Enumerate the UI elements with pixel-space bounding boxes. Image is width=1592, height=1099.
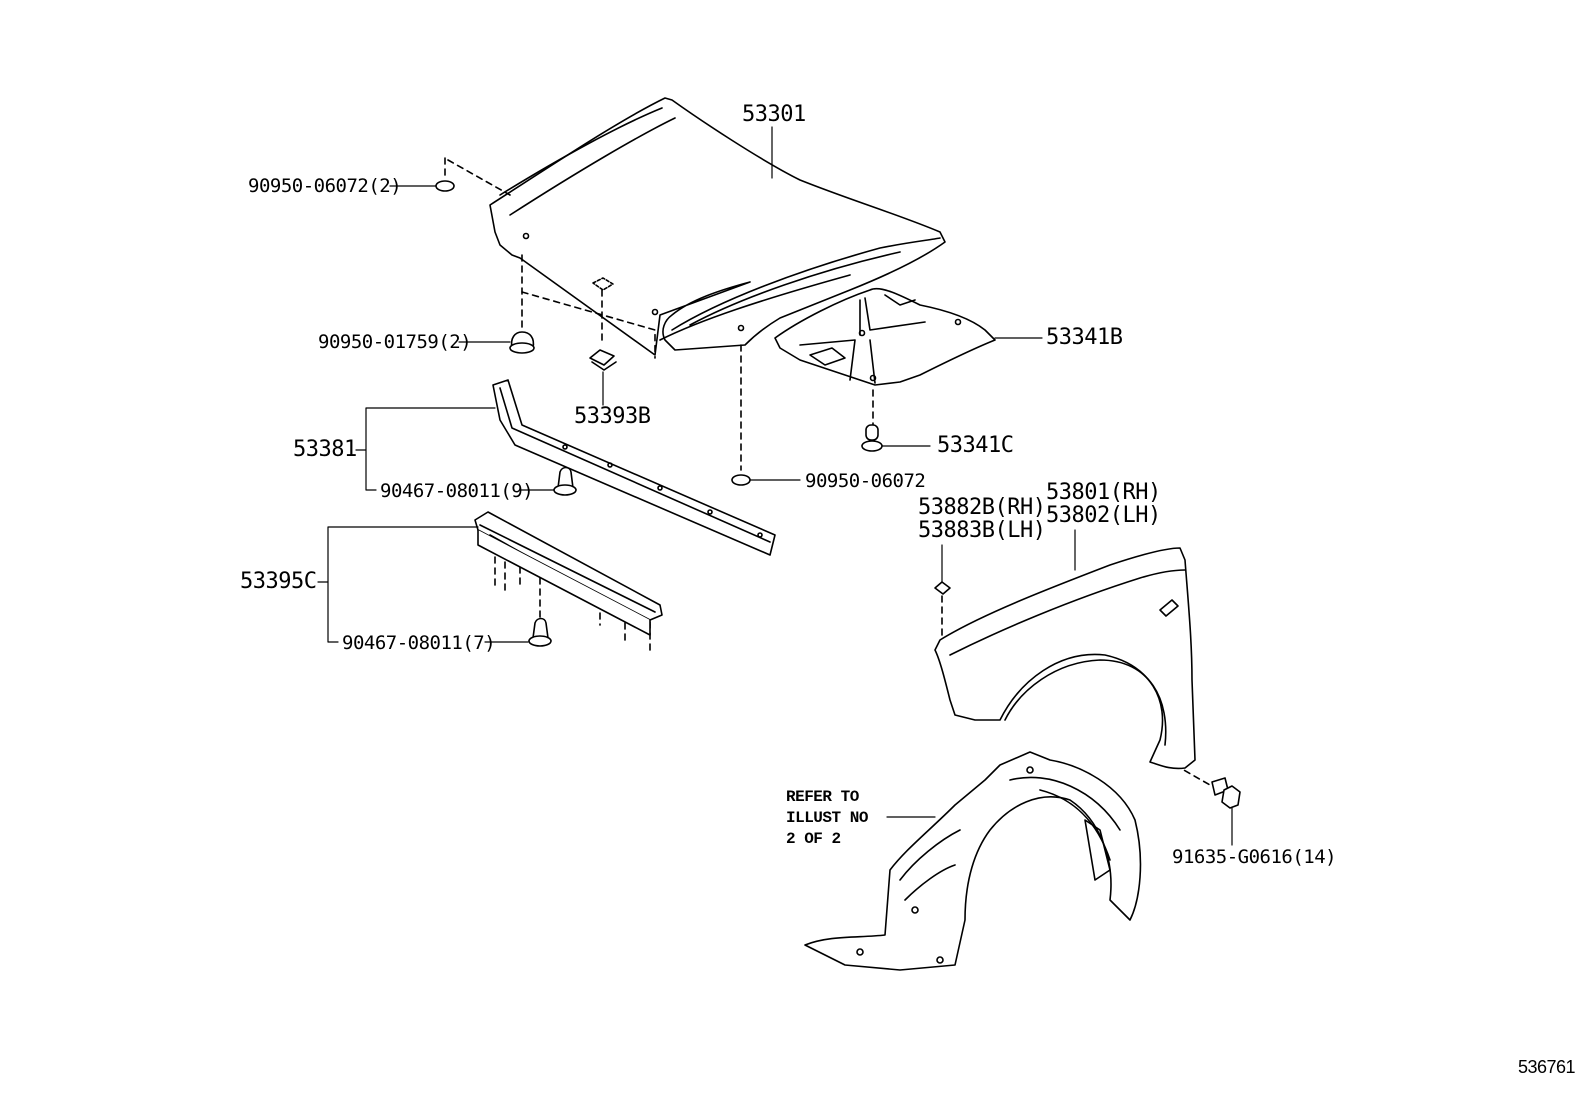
label-fender-rh[interactable]: 53801(RH) [1046,480,1161,505]
hood-cushion-stopper-part[interactable] [509,331,535,354]
label-hood-seal-upper[interactable]: 53381 [293,437,357,462]
label-fender-bolt[interactable]: 91635-G0616(14) [1172,846,1337,868]
label-hood-insulator[interactable]: 53341B [1046,325,1123,350]
seal-clip-upper-part[interactable] [553,466,577,496]
label-hood-cushion-upper[interactable]: 90950-06072(2) [248,175,402,197]
label-insulator-clip[interactable]: 53341C [937,433,1014,458]
note-line-1: REFER TO [786,788,859,806]
note-line-2: ILLUST NO [786,809,868,827]
label-hood-cushion-lower[interactable]: 90950-06072 [805,470,926,492]
hood-panel[interactable] [489,97,946,356]
seal-clip-lower-part[interactable] [528,617,552,647]
fender-seal-part[interactable] [934,581,951,595]
label-seal-clip-upper[interactable]: 90467-08011(9) [380,480,534,502]
illustration-number: 536761 [1518,1057,1576,1077]
label-fender-seal-lh[interactable]: 53883B(LH) [918,518,1046,543]
label-hood[interactable]: 53301 [742,102,806,127]
hood-insulator[interactable] [774,287,996,386]
fender-liner[interactable] [804,751,1142,971]
leader-lines [317,126,1233,846]
insulator-clip-part[interactable] [861,424,883,452]
label-seal-clip-lower[interactable]: 90467-08011(7) [342,632,496,654]
hood-cushion-upper-part[interactable] [435,180,455,192]
hood-cushion-lower-part[interactable] [731,474,751,486]
hood-seal-lower[interactable] [474,511,663,636]
label-hood-seal-lower[interactable]: 53395C [240,569,317,594]
hood-seal-upper[interactable] [492,379,776,556]
note-line-3: 2 OF 2 [786,830,841,848]
label-fender-seal-rh[interactable]: 53882B(RH) [918,495,1046,520]
hood-lock-retainer-part[interactable] [589,349,617,371]
label-fender-lh[interactable]: 53802(LH) [1046,503,1161,528]
label-hood-cushion-stopper[interactable]: 90950-01759(2) [318,331,472,353]
fender[interactable] [934,547,1196,770]
label-hood-lock-retainer[interactable]: 53393B [574,404,651,429]
fender-bolt-part[interactable] [1211,777,1241,809]
